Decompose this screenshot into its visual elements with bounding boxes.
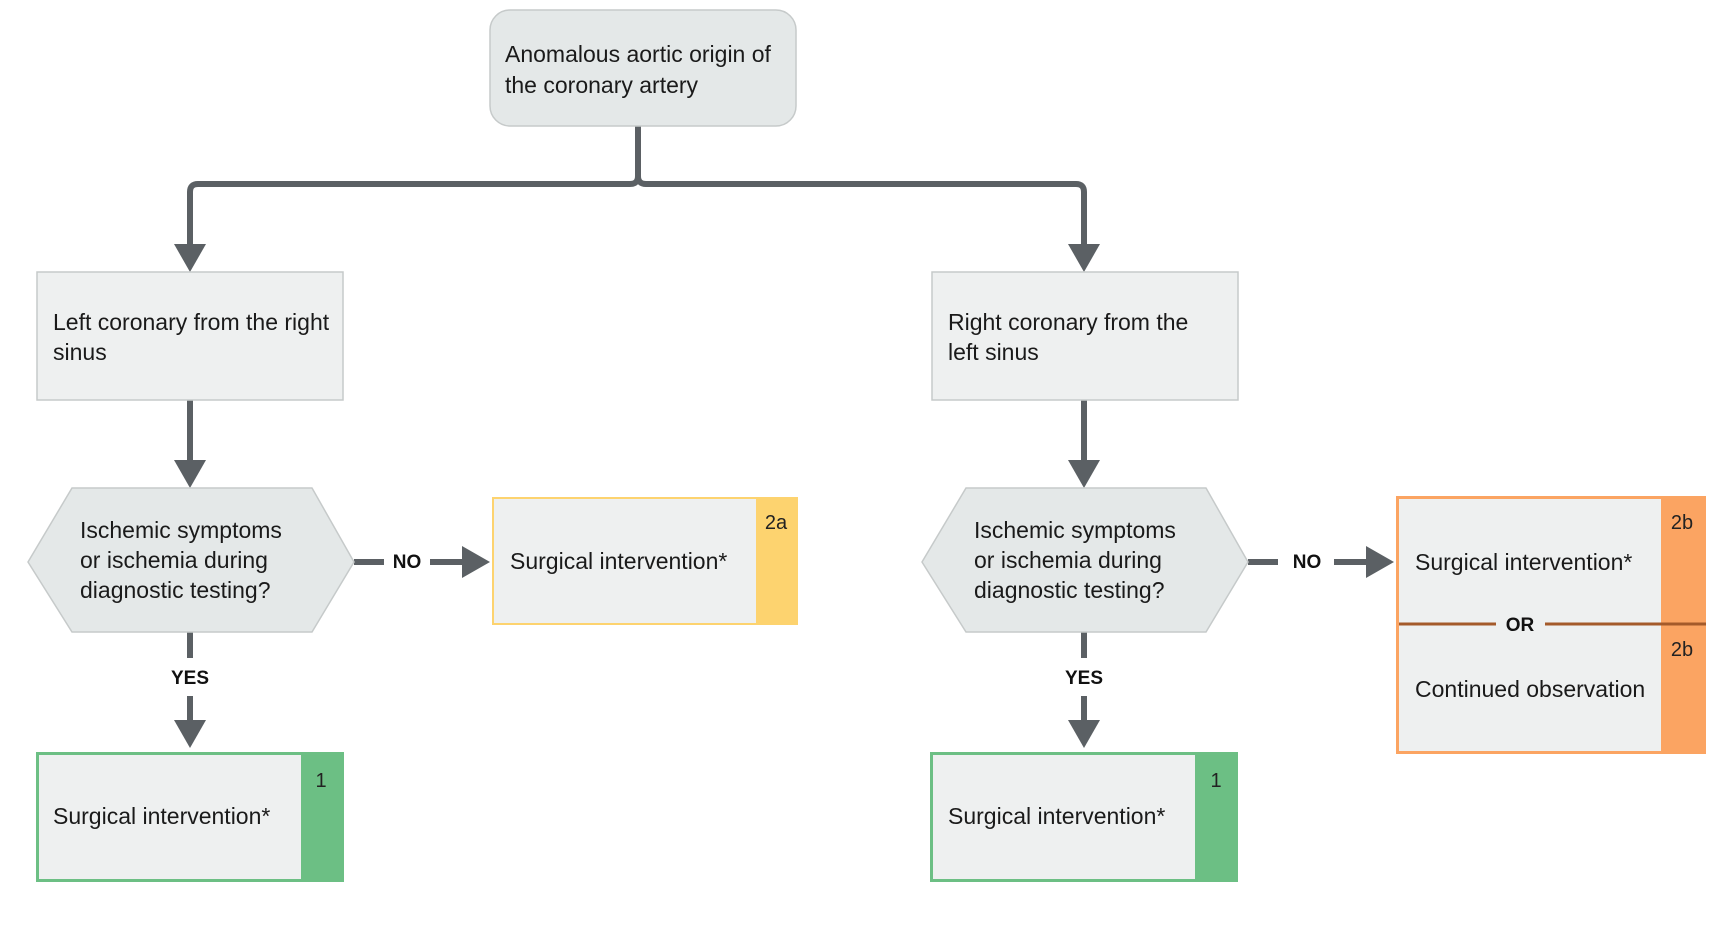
right-title-line-2: left sinus: [948, 339, 1039, 365]
left-yes-outcome-grade: 1: [315, 770, 326, 792]
right-no-outcome-grade-2: 2b: [1671, 639, 1693, 661]
right-no-label: NO: [1293, 552, 1322, 573]
right-yes-outcome-grade: 1: [1210, 770, 1221, 792]
start-node: Anomalous aortic origin of the coronary …: [489, 9, 797, 127]
left-decision-line-3: diagnostic testing?: [80, 577, 271, 603]
left-yes-label: YES: [171, 668, 209, 689]
left-no-label: NO: [393, 552, 422, 573]
connector-start-right: [635, 175, 1087, 244]
right-decision-line-3: diagnostic testing?: [974, 577, 1165, 603]
left-no-outcome-text: Surgical intervention*: [510, 548, 727, 574]
start-node-line-2: the coronary artery: [505, 72, 699, 98]
connector-start-split: [187, 126, 641, 244]
arrow-left-yes: [174, 720, 206, 748]
right-no-outcome-option-2: Continued observation: [1415, 676, 1645, 702]
right-branch: Right coronary from the left sinus Ische…: [921, 271, 1706, 882]
arrow-right-yes: [1068, 720, 1100, 748]
start-node-line-1: Anomalous aortic origin of: [505, 41, 772, 67]
left-decision-line-1: Ischemic symptoms: [80, 517, 282, 543]
start-node-box: [489, 9, 797, 127]
arrow-left-no: [462, 546, 490, 578]
right-title-line-1: Right coronary from the: [948, 309, 1188, 335]
arrow-to-right-decision: [1068, 460, 1100, 488]
arrow-to-right-title: [1068, 244, 1100, 272]
left-no-outcome-grade: 2a: [765, 512, 788, 534]
right-no-outcome-option-1: Surgical intervention*: [1415, 549, 1632, 575]
left-title-box: [36, 271, 344, 401]
right-or-label: OR: [1506, 615, 1535, 636]
left-title-line-2: sinus: [53, 339, 107, 365]
right-yes-outcome-box: [933, 755, 1195, 879]
left-title-line-1: Left coronary from the right: [53, 309, 330, 335]
arrow-right-no: [1366, 546, 1394, 578]
right-decision-hexagon: [921, 487, 1249, 633]
left-no-outcome-box: [494, 499, 756, 623]
left-yes-outcome-box: [39, 755, 301, 879]
left-yes-outcome-text: Surgical intervention*: [53, 803, 270, 829]
arrow-to-left-title: [174, 244, 206, 272]
right-yes-label: YES: [1065, 668, 1103, 689]
left-branch: Left coronary from the right sinus Ische…: [27, 271, 798, 882]
right-decision-line-1: Ischemic symptoms: [974, 517, 1176, 543]
left-decision-line-2: or ischemia during: [80, 547, 268, 573]
left-decision-hexagon: [27, 487, 355, 633]
right-title-box: [931, 271, 1239, 401]
connectors: [174, 126, 1394, 748]
arrow-to-left-decision: [174, 460, 206, 488]
right-no-outcome-grade-1: 2b: [1671, 512, 1693, 534]
right-yes-outcome-text: Surgical intervention*: [948, 803, 1165, 829]
right-decision-line-2: or ischemia during: [974, 547, 1162, 573]
